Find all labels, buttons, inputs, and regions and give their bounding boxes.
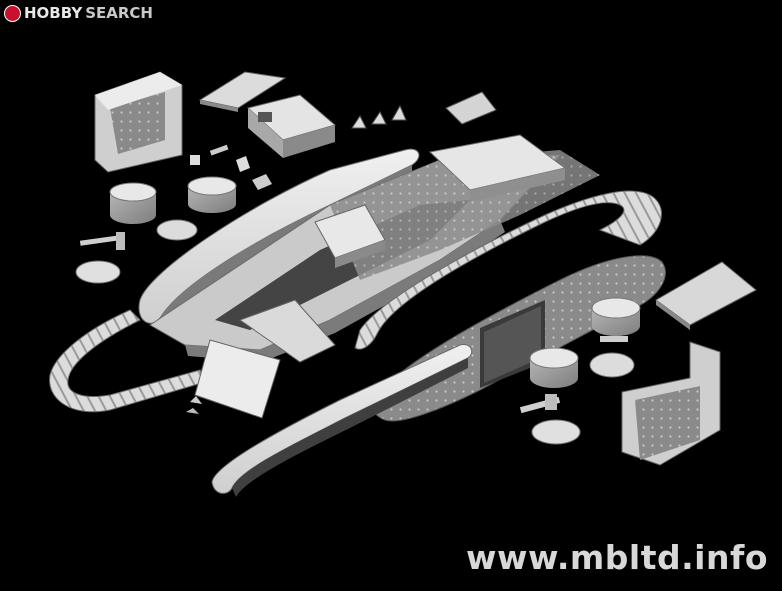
hobby-search-logo: HOBBY SEARCH bbox=[4, 5, 153, 22]
wedge-plate-right bbox=[655, 261, 757, 330]
cylinder-part-1 bbox=[109, 182, 157, 224]
small-bracket-bottom bbox=[186, 396, 202, 414]
sponson-casting-right bbox=[621, 341, 721, 466]
engine-block bbox=[246, 94, 337, 158]
disc-part-3 bbox=[589, 352, 635, 378]
logo-text-search: SEARCH bbox=[85, 4, 153, 22]
axle-part bbox=[79, 232, 125, 250]
gun-barrel-part bbox=[519, 394, 561, 414]
left-track-assembly bbox=[49, 309, 206, 413]
front-plate-left bbox=[194, 339, 281, 419]
cylinder-part-4 bbox=[529, 347, 579, 388]
logo-text-hobby: HOBBY bbox=[24, 4, 83, 22]
cylinder-part-3 bbox=[591, 297, 641, 336]
small-bracket-parts bbox=[351, 104, 407, 129]
sponson-mount-part bbox=[600, 336, 628, 342]
bottom-hull-rail bbox=[211, 343, 473, 497]
disc-part-1 bbox=[156, 219, 198, 241]
right-hull-side-panel bbox=[372, 255, 666, 422]
cab-casting bbox=[94, 71, 183, 173]
disc-part-4 bbox=[531, 419, 581, 445]
right-track-upper bbox=[354, 190, 662, 350]
roof-plate bbox=[198, 71, 287, 112]
brand-badge-icon bbox=[4, 5, 21, 22]
wedge-plate-top-right bbox=[445, 91, 497, 125]
small-fittings bbox=[190, 144, 272, 190]
watermark-url: www.mbltd.info bbox=[466, 538, 768, 577]
cylinder-part-2 bbox=[187, 176, 237, 213]
disc-part-2 bbox=[75, 260, 121, 284]
